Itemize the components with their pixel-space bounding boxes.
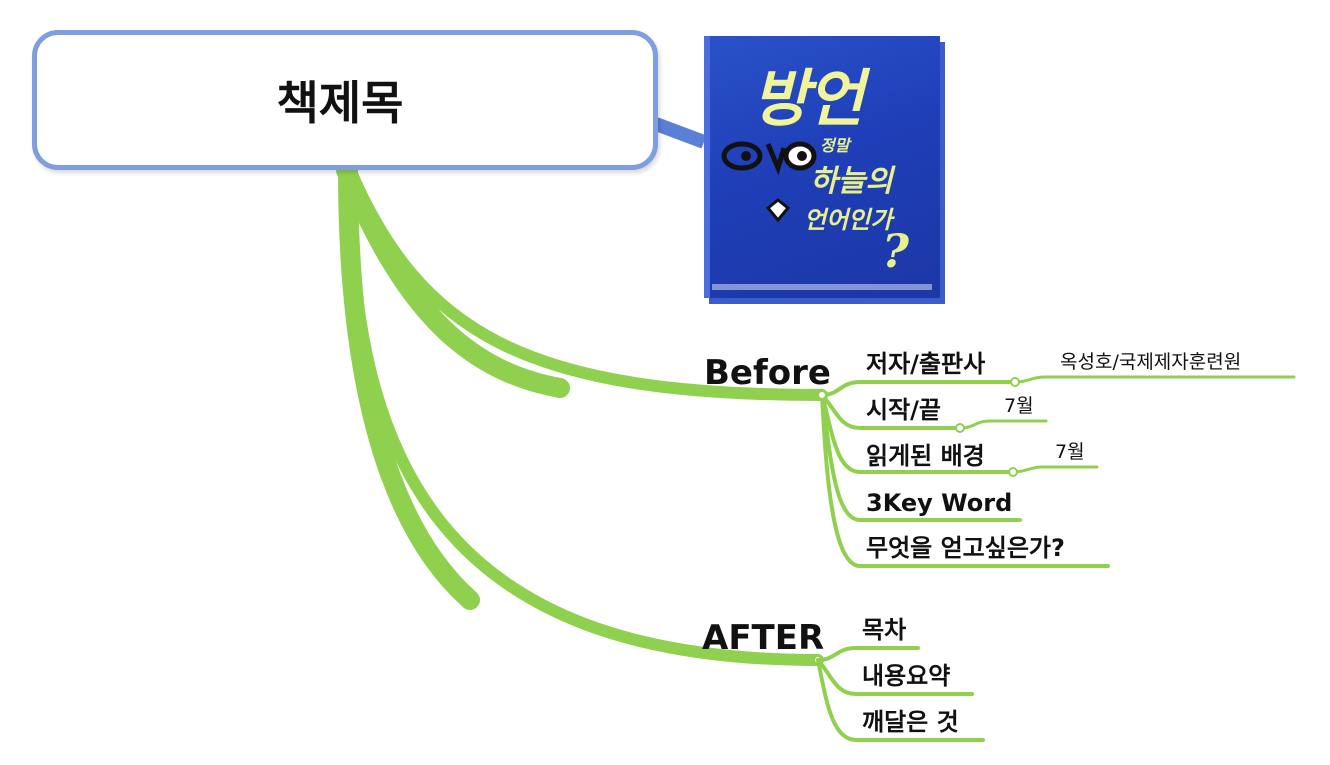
central-to-book-connector (653, 117, 707, 149)
before-sub-connectors (820, 380, 1110, 568)
node-dot-background (1008, 467, 1018, 477)
note-start-end[interactable]: 7월 (1004, 395, 1034, 417)
book-cover-subtitle-1: 정말 (820, 136, 850, 155)
topic-author-publisher[interactable]: 저자/출판사 (866, 350, 986, 378)
central-topic-title: 책제목 (276, 76, 404, 130)
node-dots (813, 377, 1020, 665)
sub-connector-goal (820, 393, 1110, 568)
topic-goal[interactable]: 무엇을 얻고싶은가? (866, 534, 1065, 562)
central-topic-box[interactable]: 책제목 (32, 30, 658, 170)
topic-start-end[interactable]: 시작/끝 (866, 396, 942, 424)
branch-label-after[interactable]: AFTER (702, 618, 825, 658)
node-dot-before (817, 390, 827, 400)
node-dot-author (1010, 377, 1020, 387)
leaf-connector-author-note (1013, 375, 1296, 384)
leaf-connector-period-note (958, 419, 1048, 430)
topic-realizations[interactable]: 깨달은 것 (862, 708, 959, 736)
note-reading-background[interactable]: 7월 (1055, 441, 1085, 463)
sub-connector-period (820, 393, 962, 430)
note-author-publisher[interactable]: 옥성호/국제제자훈련원 (1060, 351, 1242, 373)
book-cover-subtitle-2: 하늘의 (810, 164, 893, 199)
sub-connector-toc (816, 646, 920, 662)
book-spine (704, 36, 710, 298)
book-cover-footer-band (712, 284, 932, 290)
book-cover-subtitle-3: 언어인가 (804, 205, 893, 234)
leaf-connector-background-note (1011, 465, 1099, 474)
node-dot-period (955, 423, 965, 433)
topic-table-of-contents[interactable]: 목차 (862, 616, 907, 644)
sub-connector-insight (816, 658, 985, 742)
book-cover-image: 방언 정말 하늘의 언어인가 ? (704, 36, 940, 298)
after-sub-connectors (816, 646, 985, 742)
book-cover-question-mark: ? (882, 224, 909, 278)
face-illustration-icon (721, 141, 817, 223)
topic-reading-background[interactable]: 읽게된 배경 (866, 442, 985, 470)
book-cover-title: 방언 (752, 62, 864, 135)
leaf-connectors (958, 375, 1296, 474)
topic-content-summary[interactable]: 내용요약 (862, 662, 951, 690)
sub-connector-summary (816, 658, 974, 696)
branch-connector-after-taper (338, 160, 480, 610)
branch-connector-before-taper (336, 160, 570, 398)
branch-label-before[interactable]: Before (704, 353, 831, 393)
topic-key-words[interactable]: 3Key Word (866, 489, 1013, 517)
sub-connector-author (820, 380, 1017, 397)
